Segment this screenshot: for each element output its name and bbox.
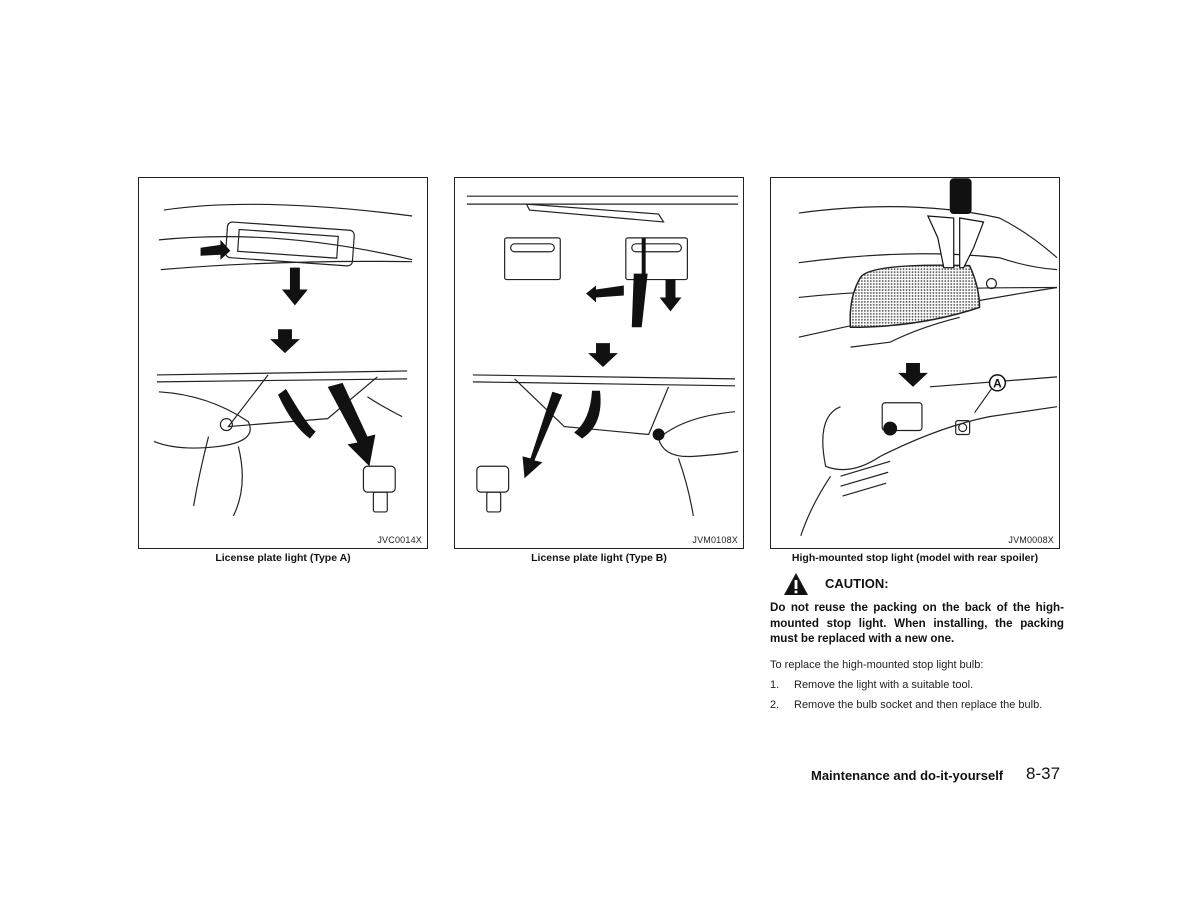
step-number: 1.: [770, 679, 780, 691]
figure-caption: High-mounted stop light (model with rear…: [791, 552, 1039, 564]
high-mounted-stop-light-illustration: A: [798, 178, 1058, 536]
figure-code: JVC0014X: [377, 535, 422, 545]
step-text: Remove the light with a suitable tool.: [794, 679, 974, 691]
caution-text: Do not reuse the packing on the back of …: [770, 601, 1064, 645]
caution-heading: CAUTION:: [783, 572, 889, 596]
caution-label: CAUTION:: [825, 576, 889, 591]
figure-caption: License plate light (Type B): [531, 552, 667, 564]
page-number: 8-37: [1026, 764, 1061, 783]
warning-triangle-icon: [784, 573, 808, 595]
figure-license-plate-type-a: JVC0014X: [138, 177, 428, 549]
license-plate-light-type-a-illustration: [153, 203, 413, 517]
step-text: Remove the bulb socket and then replace …: [794, 699, 1043, 711]
figure-code: JVM0108X: [692, 535, 738, 545]
figure-high-mounted-stop-light: A JVM0008X: [770, 177, 1060, 549]
callout-a: A: [974, 374, 1007, 413]
license-plate-light-type-b-illustration: [466, 195, 739, 517]
figure-license-plate-type-b: JVM0108X: [454, 177, 744, 549]
step-number: 2.: [770, 699, 780, 711]
intro-text: To replace the high-mounted stop light b…: [770, 659, 984, 671]
figure-code: JVM0008X: [1008, 535, 1054, 545]
section-title: Maintenance and do-it-yourself: [811, 768, 1004, 783]
figure-caption: License plate light (Type A): [215, 552, 351, 564]
callout-label: A: [993, 376, 1002, 390]
